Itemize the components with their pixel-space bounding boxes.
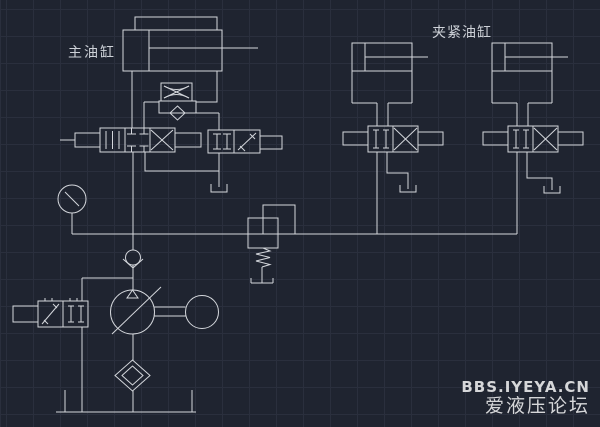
main-cylinder-symbol: [123, 17, 258, 71]
spring: [256, 248, 270, 267]
solenoid-right: [418, 132, 443, 145]
solenoid-left: [343, 132, 368, 145]
solenoid-left: [483, 132, 508, 145]
clamp-cylinder-left-symbol: [352, 43, 428, 126]
tank-symbol-main: [56, 390, 196, 412]
clamp-valve-right-symbol: [483, 126, 583, 234]
clamp-cylinder-right-symbol: [492, 43, 568, 126]
relief-valve-symbol: [248, 205, 295, 283]
solenoid-right: [175, 133, 201, 147]
pump-unit-symbol: [111, 152, 219, 412]
pump-circle: [111, 290, 155, 334]
motor-circle: [186, 296, 219, 329]
solenoid: [260, 136, 282, 149]
main-cylinder-port-lines: [132, 71, 217, 128]
watermark-url: BBS.IYEYA.CN: [461, 377, 590, 396]
flow-triangle: [127, 290, 138, 298]
drain-line: [527, 152, 552, 190]
pilot-stage: [263, 205, 295, 234]
clamp-valve-left-symbol: [343, 126, 443, 234]
tank-symbol: [400, 185, 416, 192]
main-directional-valve-symbol: [60, 128, 219, 171]
solenoid-left: [75, 133, 100, 147]
cylinder-body: [123, 30, 222, 71]
actuator: [13, 306, 38, 322]
filter-outer: [115, 360, 150, 391]
gauge-needle: [65, 192, 79, 206]
label-main-cylinder: 主油缸: [68, 45, 116, 61]
tank-symbol: [251, 278, 273, 283]
tank-symbol: [544, 186, 560, 193]
bypass-valve-symbol: [208, 130, 282, 192]
throttle-check-valve-symbol: [144, 83, 219, 130]
label-clamp-cylinder: 夹紧油缸: [432, 25, 492, 41]
variable-arrow: [112, 287, 161, 334]
tank-return-line: [145, 152, 219, 171]
pressure-gauge-symbol: [58, 185, 86, 234]
drain-line: [387, 152, 408, 189]
hand-valve-symbol: [13, 278, 133, 412]
filter-inner: [122, 366, 143, 385]
tank-symbol: [211, 184, 227, 192]
solenoid-right: [558, 132, 583, 145]
cylinder-top-plate: [135, 17, 217, 30]
watermark-site-name: 爱液压论坛: [484, 395, 590, 418]
forum-watermark: BBS.IYEYA.CN 爱液压论坛: [461, 377, 590, 418]
check-diamond: [170, 106, 185, 120]
